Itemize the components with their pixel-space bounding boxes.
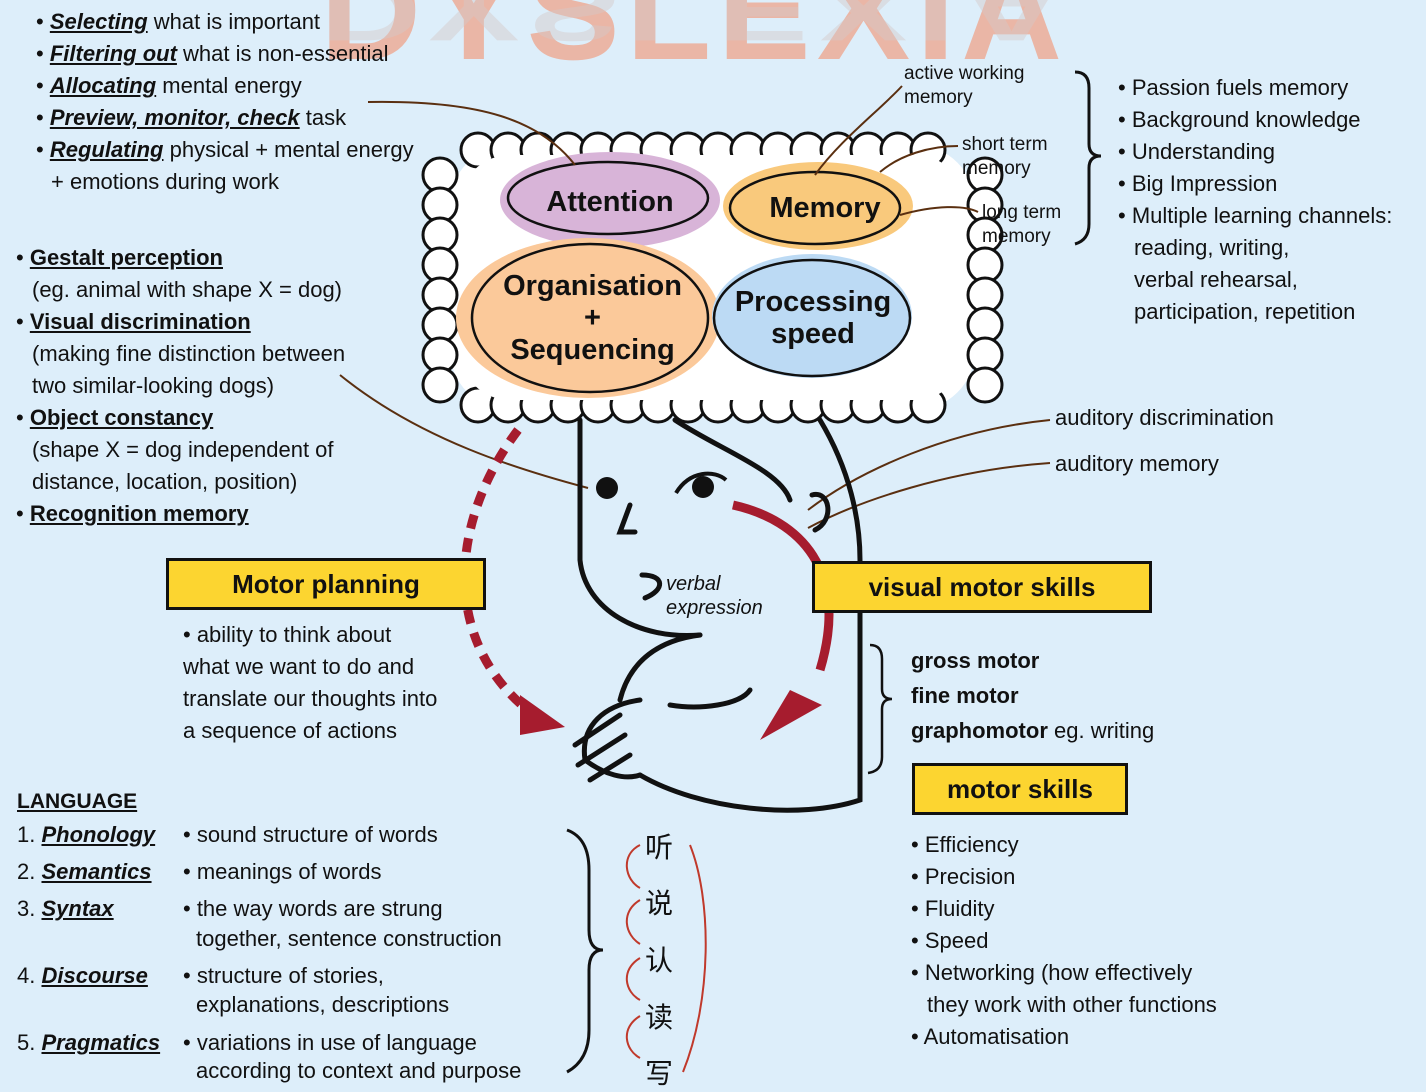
language-title: LANGUAGE bbox=[17, 790, 137, 814]
visual-desc: (making fine distinction between bbox=[16, 338, 345, 370]
visual-desc: two similar-looking dogs) bbox=[16, 370, 345, 402]
processing-text: Processing bbox=[718, 286, 908, 318]
motor-skills-list: Efficiency Precision Fluidity Speed Netw… bbox=[911, 829, 1217, 1053]
language-item: 5. Pragmatics bbox=[17, 1028, 160, 1057]
language-item: 3. Syntax bbox=[17, 894, 114, 923]
motor-planning-line: translate our thoughts into bbox=[183, 683, 437, 715]
verbal-line2: expression bbox=[666, 596, 763, 620]
memory-list: Passion fuels memory Background knowledg… bbox=[1118, 72, 1392, 328]
fine-motor: fine motor bbox=[911, 678, 1154, 713]
memory-channel: verbal rehearsal, bbox=[1118, 264, 1392, 296]
long-line1: long term bbox=[982, 201, 1061, 225]
visual-point: Gestalt perception bbox=[16, 242, 345, 274]
attention-list: Selecting what is important Filtering ou… bbox=[36, 6, 414, 198]
motor-skill-point: Networking (how effectively bbox=[911, 957, 1217, 989]
attention-label: Attention bbox=[520, 186, 700, 218]
visual-point: Object constancy bbox=[16, 402, 345, 434]
attention-point: Allocating mental energy bbox=[36, 70, 414, 102]
visual-desc: distance, location, position) bbox=[16, 466, 345, 498]
organisation-text: Organisation bbox=[480, 270, 705, 302]
gross-motor: gross motor bbox=[911, 643, 1154, 678]
memory-channel: participation, repetition bbox=[1118, 296, 1392, 328]
auditory-discrimination: auditory discrimination bbox=[1055, 402, 1274, 434]
memory-point: Passion fuels memory bbox=[1118, 72, 1392, 104]
speak-char: 说 bbox=[645, 882, 673, 922]
listen-char: 听 bbox=[645, 826, 673, 866]
plus-text: + bbox=[480, 302, 705, 334]
language-item: 4. Discourse bbox=[17, 961, 148, 990]
visual-desc: (shape X = dog independent of bbox=[16, 434, 345, 466]
language-desc: • structure of stories, bbox=[183, 961, 384, 990]
memory-channel: reading, writing, bbox=[1118, 232, 1392, 264]
read-char: 读 bbox=[645, 996, 673, 1036]
write-char: 写 bbox=[645, 1052, 673, 1092]
visual-motor-box: visual motor skills bbox=[812, 561, 1152, 613]
auditory-memory: auditory memory bbox=[1055, 448, 1219, 480]
memory-point: Multiple learning channels: bbox=[1118, 200, 1392, 232]
graphomotor: graphomotor eg. writing bbox=[911, 713, 1154, 748]
motor-planning-line: a sequence of actions bbox=[183, 715, 437, 747]
long-line2: memory bbox=[982, 225, 1061, 249]
recognise-char: 认 bbox=[645, 939, 673, 979]
attention-point: Regulating physical + mental energy bbox=[36, 134, 414, 166]
short-line1: short term bbox=[962, 133, 1048, 157]
motor-skill-point: Speed bbox=[911, 925, 1217, 957]
verbal-expression: verbal expression bbox=[666, 572, 763, 620]
visual-point: Recognition memory bbox=[16, 498, 345, 530]
language-item: 1. Phonology bbox=[17, 820, 155, 849]
memory-label: Memory bbox=[735, 192, 915, 224]
memory-point: Understanding bbox=[1118, 136, 1392, 168]
memory-point: Big Impression bbox=[1118, 168, 1392, 200]
motor-skill-point: Precision bbox=[911, 861, 1217, 893]
organisation-label: Organisation + Sequencing bbox=[480, 270, 705, 366]
short-line2: memory bbox=[962, 157, 1048, 181]
memory-point: Background knowledge bbox=[1118, 104, 1392, 136]
language-desc: • variations in use of language bbox=[183, 1028, 477, 1057]
attention-point-cont: + emotions during work bbox=[36, 166, 414, 198]
language-desc: together, sentence construction bbox=[196, 924, 502, 953]
cloud-scallop bbox=[423, 368, 457, 402]
active-line1: active working bbox=[904, 62, 1024, 86]
visual-perception-list: Gestalt perception (eg. animal with shap… bbox=[16, 242, 345, 530]
short-term-memory: short term memory bbox=[962, 133, 1048, 181]
speed-text: speed bbox=[718, 318, 908, 350]
motor-skill-point: Fluidity bbox=[911, 893, 1217, 925]
visual-desc: (eg. animal with shape X = dog) bbox=[16, 274, 345, 306]
attention-point: Preview, monitor, check task bbox=[36, 102, 414, 134]
language-desc: • sound structure of words bbox=[183, 820, 438, 849]
attention-point: Selecting what is important bbox=[36, 6, 414, 38]
motor-skill-cont: they work with other functions bbox=[911, 989, 1217, 1021]
visual-point: Visual discrimination bbox=[16, 306, 345, 338]
motor-skill-point: Efficiency bbox=[911, 829, 1217, 861]
long-term-memory: long term memory bbox=[982, 201, 1061, 249]
language-desc: explanations, descriptions bbox=[196, 990, 449, 1019]
motor-planning-desc: • ability to think about what we want to… bbox=[183, 619, 437, 747]
sequencing-text: Sequencing bbox=[480, 334, 705, 366]
language-desc: • meanings of words bbox=[183, 857, 381, 886]
active-line2: memory bbox=[904, 86, 1024, 110]
attention-point: Filtering out what is non-essential bbox=[36, 38, 414, 70]
language-item: 2. Semantics bbox=[17, 857, 152, 886]
motor-skill-point: Automatisation bbox=[911, 1021, 1217, 1053]
visual-motor-list: gross motor fine motor graphomotor eg. w… bbox=[911, 643, 1154, 748]
processing-label: Processing speed bbox=[718, 286, 908, 350]
motor-skills-box: motor skills bbox=[912, 763, 1128, 815]
motor-planning-line: what we want to do and bbox=[183, 651, 437, 683]
active-working-memory: active working memory bbox=[904, 62, 1024, 110]
motor-planning-box: Motor planning bbox=[166, 558, 486, 610]
motor-planning-line: • ability to think about bbox=[183, 619, 437, 651]
cloud-scallop bbox=[968, 368, 1002, 402]
language-desc: • the way words are strung bbox=[183, 894, 443, 923]
verbal-line1: verbal bbox=[666, 572, 763, 596]
